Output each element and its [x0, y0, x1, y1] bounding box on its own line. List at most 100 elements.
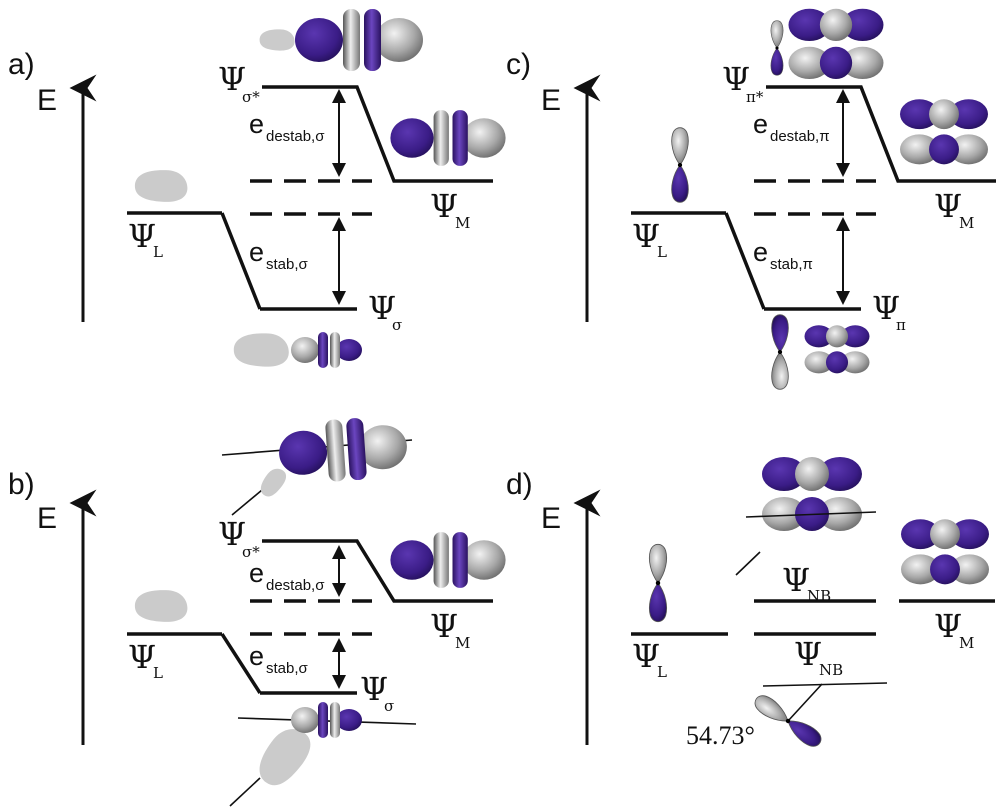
panel-c-psi-l-label: Ψ L	[632, 217, 667, 261]
panel-a-psi-m-label: Ψ M	[430, 187, 470, 232]
panel-b-ligand-connector	[220, 633, 262, 694]
panel-b-psi-sigma-label: Ψ σ	[360, 670, 394, 715]
panel-b-top-ligand-line	[231, 489, 263, 516]
panel-b-destab-label: e destab,σ	[249, 558, 325, 594]
svg-text:Ψ: Ψ	[632, 217, 660, 255]
panel-a-sigma-star-level	[262, 85, 493, 183]
panel-d-psi-nb-lower-label: Ψ NB	[794, 635, 843, 679]
panel-c-psi-pi-label: Ψ π	[872, 289, 906, 334]
svg-text:stab,σ: stab,σ	[266, 660, 309, 677]
panel-c-stab-label: e stab,π	[753, 237, 813, 273]
panel-c-bonding-orbital	[804, 325, 870, 374]
svg-text:Ψ: Ψ	[934, 187, 962, 225]
svg-text:Ψ: Ψ	[934, 607, 962, 645]
panel-a-ligand-orbital-bottom	[233, 333, 289, 367]
panel-c-destab-label: e destab,π	[753, 109, 830, 145]
panel-c: c) E Ψ π* e destab,π Ψ M Ψ L	[506, 8, 996, 390]
panel-a-ligand-orbital-top	[259, 29, 295, 51]
panel-c-antibonding-orbital	[788, 8, 884, 80]
panel-a-destab-label: e destab,σ	[249, 109, 325, 145]
svg-text:e: e	[249, 558, 264, 588]
panel-d-psi-l-label: Ψ L	[632, 637, 667, 681]
panel-a-antibonding-orbital	[295, 9, 423, 71]
svg-text:Ψ: Ψ	[782, 561, 810, 599]
svg-text:Ψ: Ψ	[368, 289, 396, 327]
panel-b-bonding-orbital	[291, 702, 362, 738]
panel-c-ligand-connector	[724, 212, 766, 310]
panel-a-ligand-orbital	[134, 170, 188, 202]
svg-text:stab,σ: stab,σ	[266, 256, 309, 273]
svg-text:destab,σ: destab,σ	[266, 128, 325, 145]
panel-c-metal-orbital	[900, 99, 988, 165]
panel-d: d) E Ψ NB Ψ L Ψ NB Ψ M 54.73°	[506, 457, 995, 751]
panel-d-tilted-p-orbital	[750, 691, 826, 751]
panel-c-ligand-p-orbital	[671, 127, 689, 203]
panel-c-pi-star-level	[766, 85, 996, 183]
panel-d-nonbonding-orbital-top	[762, 457, 862, 531]
panel-b: b) E Ψ σ* e destab,σ Ψ M	[8, 414, 506, 807]
panel-b-psi-l-label: Ψ L	[128, 638, 163, 682]
panel-b-psi-sigma-star-label: Ψ σ*	[218, 515, 260, 561]
svg-text:e: e	[753, 237, 768, 267]
panel-d-angle-label: 54.73°	[686, 721, 755, 750]
panel-b-metal-orbital	[390, 532, 506, 588]
svg-text:Ψ: Ψ	[632, 637, 660, 675]
svg-text:Ψ: Ψ	[794, 635, 822, 673]
svg-text:Ψ: Ψ	[218, 515, 246, 553]
panel-c-p-orbital-top	[770, 20, 784, 76]
svg-text:Ψ: Ψ	[360, 670, 388, 708]
panel-a-bonding-orbital	[291, 332, 362, 368]
svg-text:NB: NB	[819, 661, 843, 679]
panel-a-label: a)	[8, 48, 35, 81]
svg-text:e: e	[753, 109, 768, 139]
panel-a-ligand-connector	[220, 212, 262, 310]
svg-text:L: L	[657, 243, 667, 261]
svg-text:Ψ: Ψ	[722, 60, 750, 98]
svg-text:Ψ: Ψ	[430, 607, 458, 645]
svg-text:L: L	[153, 664, 163, 682]
svg-text:M: M	[959, 634, 974, 652]
panel-d-angle-tilt-line	[787, 683, 823, 722]
panel-a-psi-l-label: Ψ L	[128, 217, 163, 261]
panel-d-metal-orbital	[901, 519, 989, 585]
panel-b-psi-m-label: Ψ M	[430, 607, 470, 652]
panel-a-metal-orbital	[390, 110, 506, 166]
panel-c-psi-m-label: Ψ M	[934, 187, 974, 232]
svg-text:e: e	[249, 109, 264, 139]
panel-b-ligand-orbital-top	[256, 464, 290, 501]
svg-text:σ: σ	[392, 316, 402, 334]
panel-c-energy-axis-label: E	[541, 84, 561, 117]
svg-text:NB: NB	[807, 587, 831, 605]
panel-d-psi-m-label: Ψ M	[934, 607, 974, 652]
panel-b-energy-axis-label: E	[37, 502, 57, 535]
panel-a-stab-label: e stab,σ	[249, 237, 309, 273]
panel-b-label: b)	[8, 468, 35, 501]
panel-b-ligand-orbital	[134, 590, 188, 622]
panel-d-energy-axis-label: E	[541, 502, 561, 535]
panel-b-antibonding-orbital	[276, 414, 410, 486]
svg-text:Ψ: Ψ	[218, 60, 246, 98]
svg-text:M: M	[455, 214, 470, 232]
panel-c-psi-pi-star-label: Ψ π*	[722, 60, 764, 106]
svg-text:stab,π: stab,π	[770, 256, 813, 273]
svg-text:M: M	[455, 634, 470, 652]
panel-a: a) E Ψ σ* e destab,σ Ψ M	[8, 9, 506, 368]
panel-a-energy-axis-label: E	[37, 84, 57, 117]
svg-text:Ψ: Ψ	[128, 638, 156, 676]
svg-text:Ψ: Ψ	[872, 289, 900, 327]
panel-b-stab-label: e stab,σ	[249, 641, 309, 677]
svg-text:Ψ: Ψ	[430, 187, 458, 225]
panel-d-psi-nb-upper-label: Ψ NB	[782, 561, 831, 605]
panel-a-psi-sigma-star-label: Ψ σ*	[218, 60, 260, 106]
svg-text:L: L	[153, 243, 163, 261]
svg-text:destab,π: destab,π	[770, 128, 830, 145]
svg-text:M: M	[959, 214, 974, 232]
panel-d-top-ligand-line	[735, 551, 761, 576]
panel-c-label: c)	[506, 48, 531, 81]
panel-b-sigma-star-level	[262, 539, 493, 603]
panel-d-top-axis-line	[745, 511, 877, 518]
svg-text:π: π	[896, 316, 906, 334]
panel-d-ligand-p-orbital	[648, 543, 668, 623]
svg-text:σ*: σ*	[242, 543, 260, 561]
